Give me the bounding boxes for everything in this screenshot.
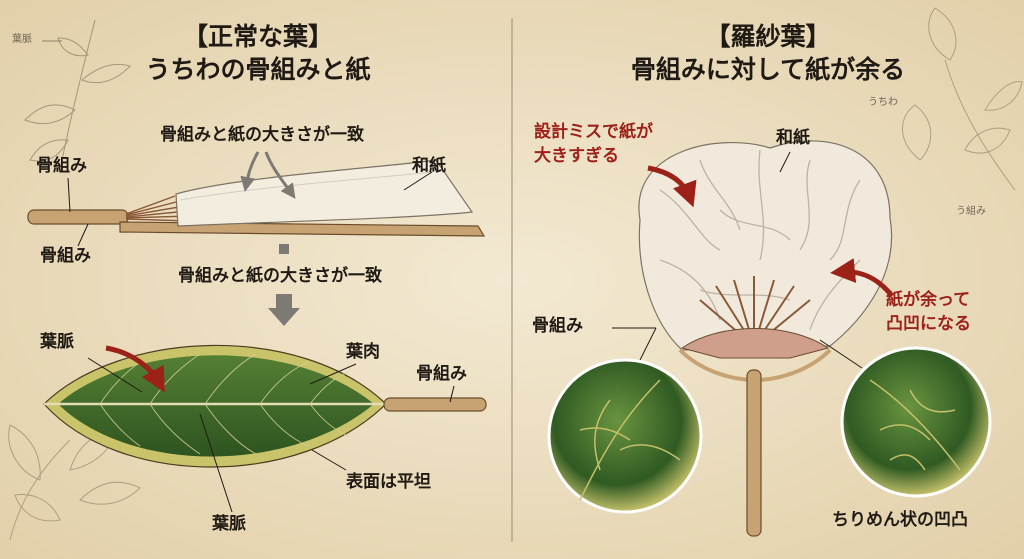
- sketch-label-vein: 葉脈: [12, 34, 32, 45]
- leaf-stem: [383, 397, 487, 412]
- label-design-error-line1: 設計ミスで紙が: [534, 122, 653, 142]
- leader-frame-lower-left: [77, 223, 89, 247]
- botanical-sketch-top-left: [24, 19, 131, 171]
- label-frame-upper: 骨組み: [36, 156, 87, 176]
- label-excess-line1: 紙が余って: [886, 290, 971, 310]
- label-frame-stem: 骨組み: [416, 364, 467, 384]
- label-frame-lower: 骨組み: [40, 246, 91, 266]
- connector-right-circle: [819, 339, 863, 369]
- fan-handle: [746, 369, 762, 537]
- magnified-leaf-right: [840, 346, 992, 498]
- label-washi-left: 和紙: [412, 156, 446, 176]
- label-vein-lower: 葉脈: [212, 514, 246, 534]
- normal-leaf: [43, 344, 487, 468]
- leaf-veins: [99, 353, 349, 455]
- dash-connector: [279, 244, 289, 254]
- leader-frame-stem: [449, 385, 455, 403]
- label-match-top: 骨組みと紙の大きさが一致: [160, 125, 364, 145]
- crinkled-uchiwa: [638, 140, 893, 537]
- leader-frame-upper-left: [67, 177, 71, 213]
- fan-rib-base: [680, 328, 830, 359]
- red-arrow-vein: [105, 345, 165, 393]
- right-title-line2: 骨組みに対して紙が余る: [630, 55, 906, 84]
- leaf-blade: [58, 355, 374, 457]
- left-title-line1: 【正常な葉】: [182, 22, 334, 51]
- left-title-line2: うちわの骨組みと紙: [145, 55, 371, 84]
- grey-arrow-2: [264, 151, 296, 199]
- magnified-leaf-left: [547, 358, 703, 514]
- leader-flat-surface: [311, 449, 347, 471]
- uchiwa-frame-rim: [119, 221, 486, 237]
- uchiwa-side-view: [27, 159, 486, 237]
- sketch-label-frame: う組み: [956, 206, 986, 217]
- label-washi-right: 和紙: [776, 128, 810, 148]
- label-crinkle: ちりめん状の凹凸: [832, 510, 968, 530]
- connector-left-circle: [639, 327, 657, 361]
- red-arrow-excess: [830, 258, 894, 298]
- label-match-middle: 骨組みと紙の大きさが一致: [178, 266, 382, 286]
- paper-wrinkles: [659, 149, 861, 331]
- right-title-line1: 【羅紗葉】: [705, 22, 831, 51]
- grey-arrow-1: [240, 151, 260, 192]
- label-design-error-line2: 大きすぎる: [534, 146, 619, 166]
- label-flat-surface: 表面は平坦: [346, 472, 431, 492]
- leader-vein-upper: [87, 357, 143, 393]
- leader-washi-right: [779, 151, 791, 173]
- big-down-arrow: [268, 294, 300, 326]
- label-frame-right: 骨組み: [532, 316, 583, 336]
- botanical-sketch-top-right: [902, 7, 1023, 191]
- leader-washi-left: [403, 171, 433, 191]
- crinkled-washi: [638, 140, 893, 351]
- label-vein-upper: 葉脈: [40, 332, 74, 352]
- sketch-label-uchiwa: うちわ: [868, 97, 898, 108]
- label-excess-line2: 凸凹になる: [886, 314, 971, 334]
- leader-vein-lower: [199, 413, 233, 513]
- uchiwa-handle: [27, 209, 129, 225]
- red-arrow-design-error: [647, 165, 697, 208]
- washi-paper: [175, 159, 474, 227]
- label-mesophyll: 葉肉: [346, 342, 380, 362]
- leader-mesophyll: [309, 363, 357, 385]
